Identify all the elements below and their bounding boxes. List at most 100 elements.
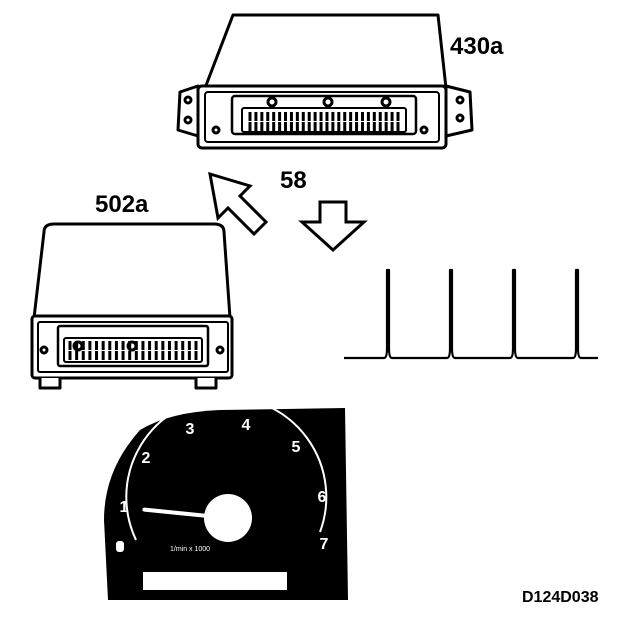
ecu-label: 430a [450,33,504,60]
connector-pin [313,112,317,121]
connector-pin [134,351,138,360]
connector-pin [349,122,353,131]
connector-pin [289,112,293,121]
connector-pin [101,341,105,350]
connector-pin [360,122,364,131]
gauge-number-1: 1 [120,499,129,516]
connector-pin [248,122,252,131]
pulse-waveform [344,268,598,360]
module-connector-pins [68,341,198,360]
connector-pin [121,341,125,350]
connector-pin [154,351,158,360]
connector-pin [260,112,264,121]
connector-pin [128,351,132,360]
ecu-unit [176,13,474,150]
connector-pin [95,351,99,360]
connector-pin [141,351,145,360]
gauge-number-5: 5 [292,439,301,456]
connector-pin [372,122,376,131]
connector-pin [134,341,138,350]
connector-pin [284,112,288,121]
connector-pin [187,351,191,360]
connector-pin [266,112,270,121]
connector-pin [154,341,158,350]
connector-pin [148,351,152,360]
connector-pin [254,122,258,131]
connector-pin [349,112,353,121]
connector-pin [248,112,252,121]
connector-pin [343,112,347,121]
connector-pin [167,341,171,350]
down-arrow [298,200,368,253]
connector-pin [108,351,112,360]
connector-pin [278,112,282,121]
gauge-needle [142,507,230,520]
connector-pin [384,122,388,131]
connector-pin [337,112,341,121]
connector-pin [384,112,388,121]
pulse-signal [344,268,598,360]
connector-pin [313,122,317,131]
connector-pin [260,122,264,131]
connector-pin [295,122,299,131]
gauge-number-6: 6 [318,489,327,506]
connector-pin [174,341,178,350]
connector-pin [366,112,370,121]
connector-pin [378,112,382,121]
connector-pin [284,122,288,131]
connector-pin [88,341,92,350]
connector-pin [254,112,258,121]
connector-pin [396,122,400,131]
connector-pin [81,341,85,350]
odometer-display [143,572,287,590]
connector-pin [75,341,79,350]
connector-pin [272,122,276,131]
warning-lamp [116,541,124,552]
connector-pin [181,351,185,360]
connector-pin [148,341,152,350]
diagonal-arrow [208,171,269,237]
connector-pin [272,112,276,121]
connector-pin [88,351,92,360]
connector-pin [289,122,293,131]
gauge-arc [125,396,328,541]
connector-pin [378,122,382,131]
connector-pin [68,341,72,350]
connector-pin [141,341,145,350]
connector-pin [161,341,165,350]
connector-pin [266,122,270,131]
signal-label: 58 [280,167,307,194]
connector-pin [108,341,112,350]
connector-pin [101,351,105,360]
connector-pin [68,351,72,360]
connector-pin [396,112,400,121]
connector-pin [301,112,305,121]
connector-pin [75,351,79,360]
connector-pin [331,112,335,121]
connector-pin [307,112,311,121]
connector-pin [295,112,299,121]
connector-pin [194,341,198,350]
connector-pin [390,122,394,131]
connector-pin [372,112,376,121]
connector-pin [307,122,311,131]
connector-pin [114,341,118,350]
connector-pin [355,112,359,121]
connector-pin [81,351,85,360]
connector-pin [390,112,394,121]
connector-pin [319,122,323,131]
module-label: 502a [95,191,149,218]
connector-pin [343,122,347,131]
ecu-connector-pins [248,112,400,131]
connector-pin [161,351,165,360]
connector-pin [325,122,329,131]
connector-pin [319,112,323,121]
connector-pin [355,122,359,131]
connector-pin [360,112,364,121]
connector-pin [337,122,341,131]
connector-pin [121,351,125,360]
connector-pin [301,122,305,131]
